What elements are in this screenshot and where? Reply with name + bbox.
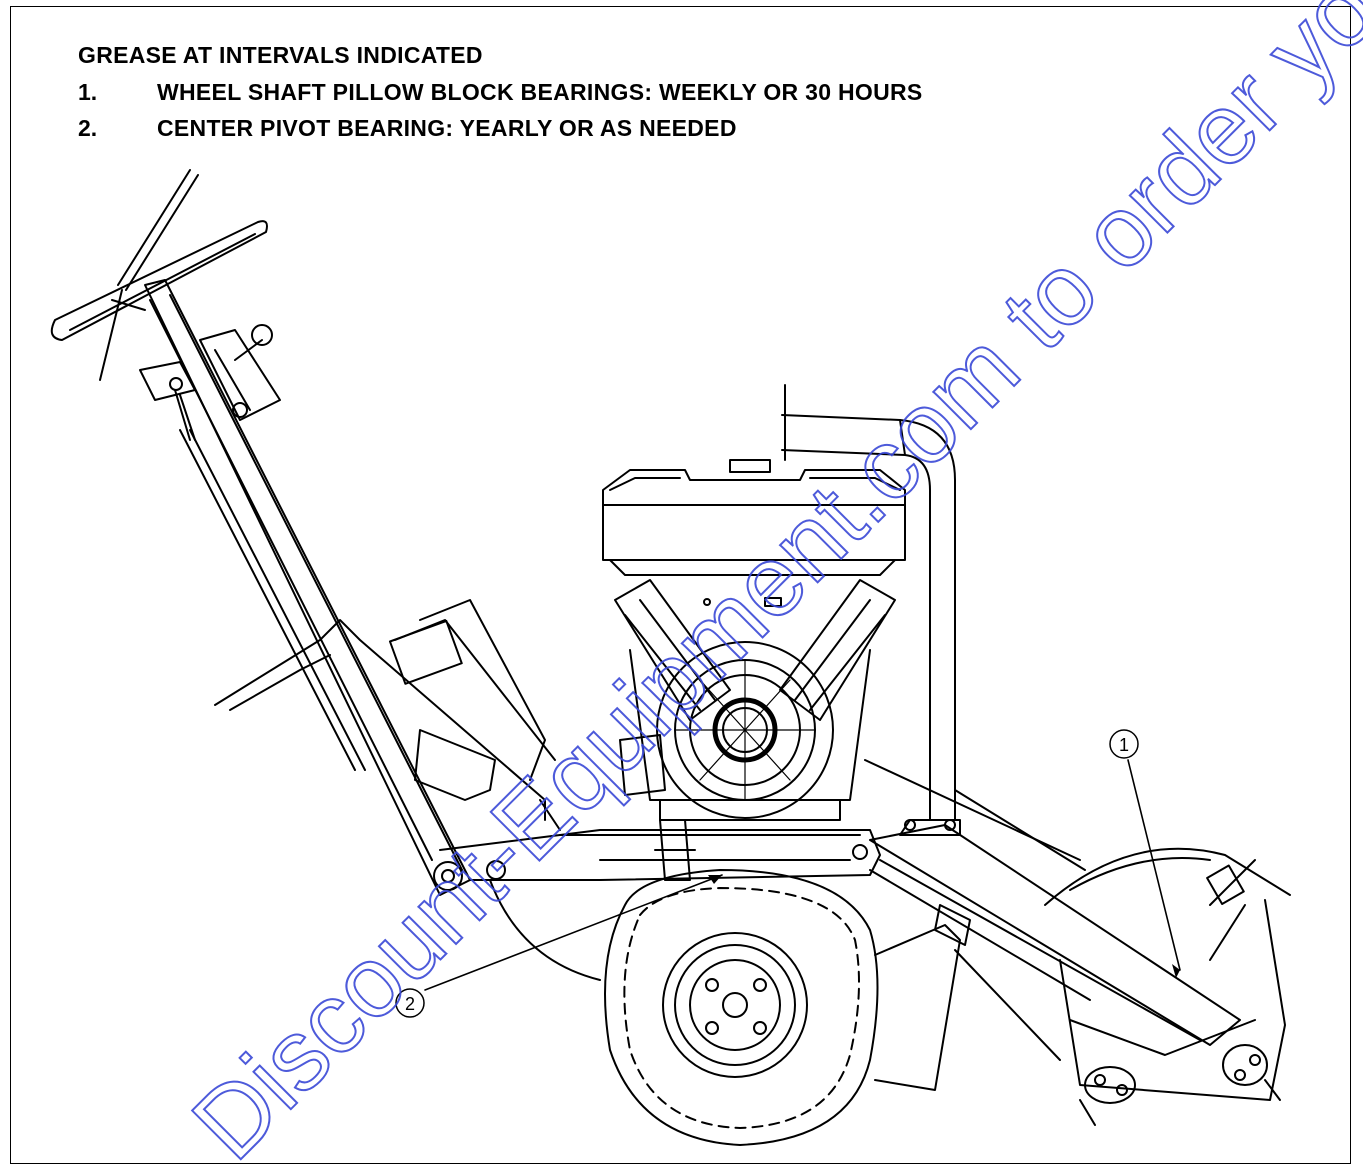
handle-bar bbox=[50, 169, 268, 381]
cutter-guard bbox=[1044, 847, 1291, 1126]
item-number-1: 1. bbox=[78, 79, 98, 105]
diagram-frame bbox=[10, 6, 1351, 1164]
side-shield bbox=[214, 599, 561, 831]
callout-1-label: 1 bbox=[1119, 735, 1129, 755]
linkage-rod bbox=[179, 394, 366, 771]
item-number-2: 2. bbox=[78, 115, 98, 141]
exhaust-pipe bbox=[781, 384, 961, 836]
diagram-title: GREASE AT INTERVALS INDICATED bbox=[78, 42, 483, 68]
callout-2: 2 bbox=[395, 988, 425, 1018]
main-frame bbox=[439, 819, 881, 881]
control-lever bbox=[139, 324, 281, 441]
item-text-1: WHEEL SHAFT PILLOW BLOCK BEARINGS: WEEKL… bbox=[157, 79, 923, 105]
cutter-boom bbox=[864, 759, 1241, 1061]
item-text-2: CENTER PIVOT BEARING: YEARLY OR AS NEEDE… bbox=[157, 115, 737, 141]
callout-1: 1 bbox=[1109, 729, 1139, 759]
wheel bbox=[489, 869, 961, 1146]
handle-arm bbox=[144, 279, 471, 896]
engine bbox=[602, 459, 906, 821]
callout-2-label: 2 bbox=[405, 994, 415, 1014]
